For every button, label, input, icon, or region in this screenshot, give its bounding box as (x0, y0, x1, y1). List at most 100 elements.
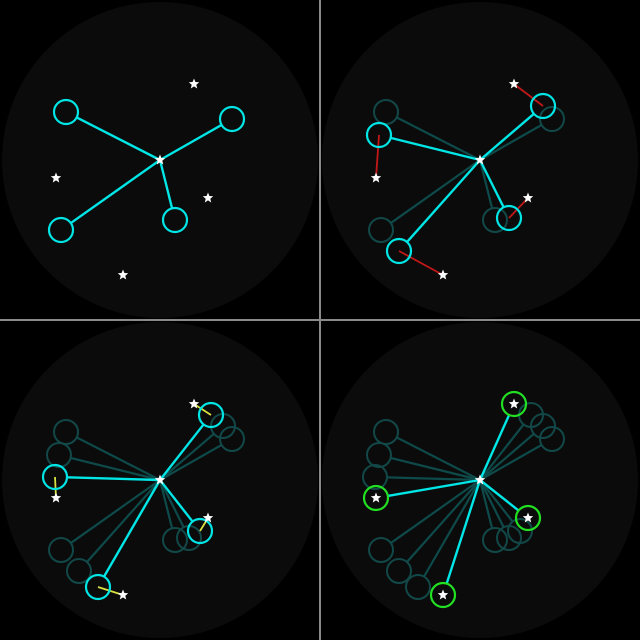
ghost-link (70, 456, 161, 482)
ghost-link (386, 476, 481, 482)
hub-star-icon (474, 474, 486, 485)
ghost-node-ring-icon (46, 442, 72, 468)
ghost-node-ring-icon (507, 518, 533, 544)
active-link (159, 479, 194, 523)
target-star-icon (188, 398, 200, 409)
active-node-ring-icon (52, 98, 80, 126)
ghost-link (479, 479, 505, 528)
active-node-ring-icon (161, 206, 189, 234)
active-node-ring-icon (47, 216, 75, 244)
error-line (513, 83, 544, 107)
active-link (76, 116, 161, 162)
active-node-ring-icon (365, 121, 393, 149)
active-link (70, 159, 161, 225)
active-link (159, 423, 205, 481)
error-line (508, 197, 529, 219)
ghost-link (478, 159, 494, 209)
ghost-link (390, 456, 481, 482)
target-star-icon (202, 192, 214, 203)
active-link (387, 478, 481, 498)
matched-node-ring-icon (429, 581, 457, 609)
ghost-node-ring-icon (539, 426, 565, 452)
ghost-node-ring-icon (482, 207, 508, 233)
target-star-icon (437, 589, 449, 600)
panel-3-step (2, 322, 318, 638)
ghost-node-ring-icon (53, 419, 79, 445)
ghost-node-ring-icon (373, 419, 399, 445)
active-node-ring-icon (41, 463, 69, 491)
active-link (66, 476, 161, 482)
target-star-icon (437, 269, 449, 280)
active-link (478, 414, 511, 481)
ghost-link (396, 436, 481, 481)
ghost-link (479, 443, 543, 481)
active-link (479, 479, 520, 512)
active-link (390, 136, 481, 162)
target-star-icon (522, 512, 534, 523)
active-node-ring-icon (197, 401, 225, 429)
matched-node-ring-icon (500, 390, 528, 418)
ghost-node-ring-icon (162, 527, 188, 553)
ghost-link (478, 479, 494, 529)
ghost-node-ring-icon (48, 537, 74, 563)
ghost-node-ring-icon (219, 426, 245, 452)
target-star-icon (370, 492, 382, 503)
ghost-link (390, 479, 481, 544)
ghost-link (479, 123, 543, 161)
target-star-icon (50, 492, 62, 503)
target-star-icon (508, 78, 520, 89)
active-link (406, 159, 481, 243)
hub-star-icon (154, 154, 166, 165)
target-star-icon (522, 192, 534, 203)
ghost-link (396, 116, 481, 161)
ghost-link (423, 479, 481, 578)
target-star-icon (202, 512, 214, 523)
ghost-node-ring-icon (368, 217, 394, 243)
ghost-node-ring-icon (362, 464, 388, 490)
target-star-icon (508, 398, 520, 409)
active-link (159, 123, 223, 162)
target-star-icon (50, 172, 62, 183)
ghost-link (86, 479, 161, 563)
target-star-icon (117, 589, 129, 600)
ghost-link (158, 479, 174, 529)
error-line (193, 403, 212, 416)
error-line (398, 250, 444, 276)
ghost-link (479, 432, 535, 481)
active-node-ring-icon (186, 517, 214, 545)
ghost-link (390, 159, 481, 224)
active-node-ring-icon (385, 237, 413, 265)
active-node-ring-icon (529, 92, 557, 120)
hub-star-icon (474, 154, 486, 165)
active-link (478, 159, 505, 208)
active-link (158, 159, 174, 209)
ghost-link (159, 479, 185, 528)
ghost-node-ring-icon (386, 558, 412, 584)
panel-4-converged (322, 322, 638, 638)
ghost-link (406, 479, 481, 563)
ghost-link (159, 432, 215, 481)
ghost-node-ring-icon (366, 442, 392, 468)
ghost-node-ring-icon (66, 558, 92, 584)
matched-node-ring-icon (514, 504, 542, 532)
ghost-link (70, 479, 161, 544)
ghost-node-ring-icon (405, 574, 431, 600)
target-star-icon (117, 269, 129, 280)
ghost-node-ring-icon (368, 537, 394, 563)
ghost-link (479, 479, 514, 523)
ghost-link (76, 436, 161, 481)
panel-1-initial (2, 2, 318, 318)
active-link (445, 479, 482, 584)
ghost-link (159, 443, 223, 481)
error-line (375, 134, 380, 179)
active-node-ring-icon (495, 204, 523, 232)
active-node-ring-icon (218, 105, 246, 133)
ghost-node-ring-icon (539, 106, 565, 132)
active-node-ring-icon (84, 573, 112, 601)
target-star-icon (370, 172, 382, 183)
hub-star-icon (154, 474, 166, 485)
